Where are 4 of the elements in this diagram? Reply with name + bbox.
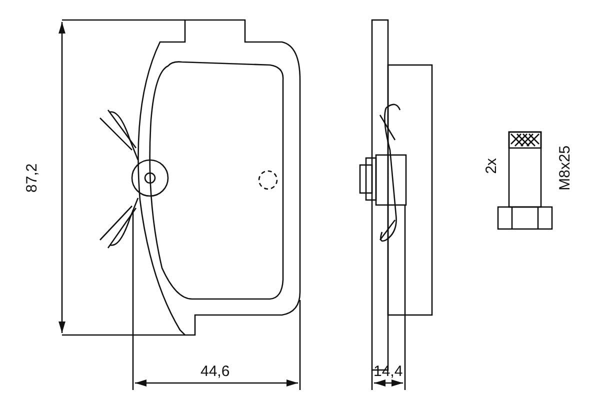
quantity-label: 2x: [484, 158, 500, 174]
dimension-label: 87,2: [24, 163, 40, 193]
dimension-label: 44,6: [200, 364, 230, 380]
bolt-size-label: M8x25: [557, 145, 574, 191]
